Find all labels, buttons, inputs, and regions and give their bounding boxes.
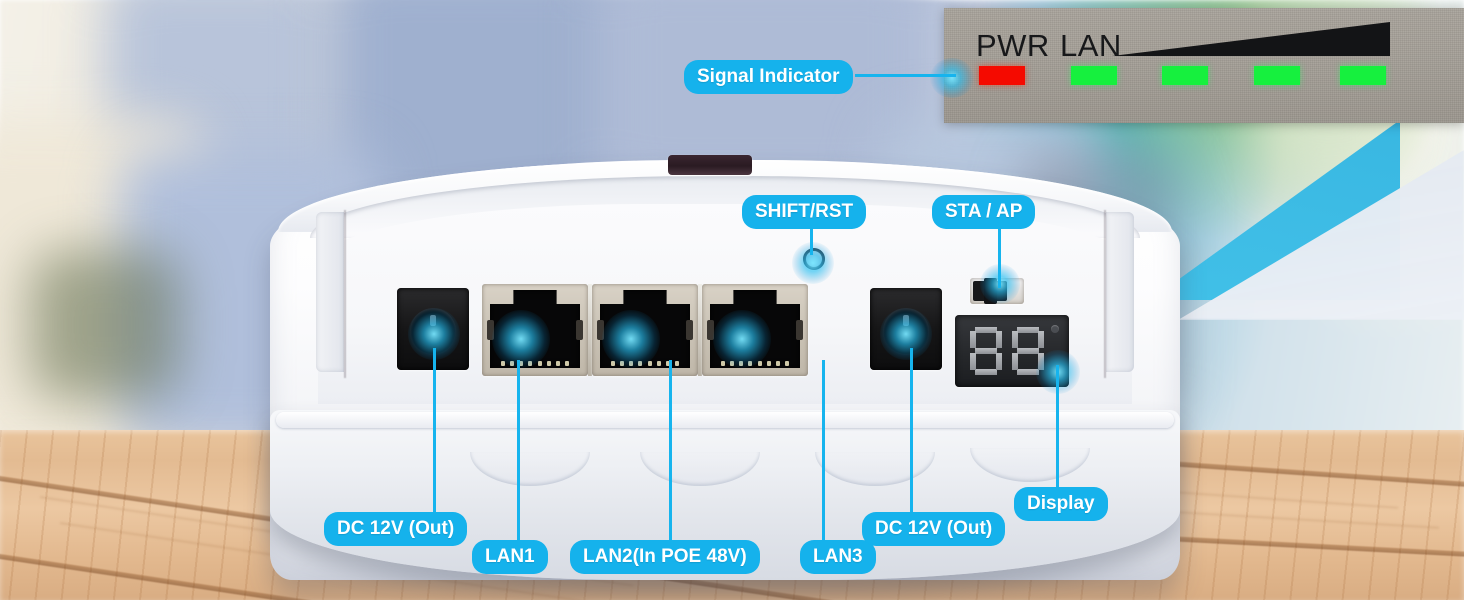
rj45-clip xyxy=(707,320,714,340)
rj45-clip xyxy=(576,320,583,340)
rj45-clip xyxy=(686,320,693,340)
rj45-contact-pins xyxy=(721,361,789,366)
lan-label: LAN xyxy=(1060,28,1122,63)
seven-segment-display xyxy=(955,315,1069,387)
sta-ap-switch[interactable] xyxy=(970,278,1024,304)
dc-center-pin xyxy=(430,315,436,326)
rj45-cavity xyxy=(710,290,800,368)
callout-shift-rst: SHIFT/RST xyxy=(742,195,867,229)
signal-led-2 xyxy=(1254,66,1300,85)
callout-lan3: LAN3 xyxy=(800,540,876,574)
leader-line-display xyxy=(1056,365,1059,489)
rj45-clip xyxy=(487,320,494,340)
port-divider xyxy=(588,284,592,376)
leader-line-dc-right xyxy=(910,348,913,514)
router-side-wing-right xyxy=(1106,212,1134,372)
callout-lan2: LAN2(In POE 48V) xyxy=(570,540,760,574)
rj45-cavity xyxy=(490,290,580,368)
port-divider xyxy=(698,284,702,376)
callout-dc-12v-out-right: DC 12V (Out) xyxy=(862,512,1006,546)
dc-12v-out-jack-right[interactable] xyxy=(870,288,942,370)
display-dot-indicator xyxy=(1051,325,1059,333)
leader-line-lan1 xyxy=(517,360,520,542)
rj45-cavity xyxy=(600,290,690,368)
router-base-lip xyxy=(276,412,1174,428)
callout-dc-12v-out-left: DC 12V (Out) xyxy=(324,512,468,546)
router-side-wing-left xyxy=(316,212,344,372)
dc-center-pin xyxy=(903,315,909,326)
signal-strength-wedge-icon xyxy=(1112,22,1390,56)
signal-led-1 xyxy=(1162,66,1208,85)
callout-lan1: LAN1 xyxy=(472,540,548,574)
pwr-led-indicator xyxy=(979,66,1025,85)
rj45-clip xyxy=(597,320,604,340)
shift-rst-button[interactable] xyxy=(803,248,825,270)
rj45-clip xyxy=(796,320,803,340)
lan1-port[interactable] xyxy=(482,284,588,376)
rj45-contact-pins xyxy=(501,361,569,366)
callout-signal-indicator: Signal Indicator xyxy=(684,60,853,94)
signal-led-3 xyxy=(1340,66,1386,85)
background-plant xyxy=(30,250,180,400)
callout-sta-ap: STA / AP xyxy=(932,195,1036,229)
router-seam-right xyxy=(1104,210,1106,378)
lan3-port[interactable] xyxy=(702,284,808,376)
callout-display: Display xyxy=(1014,487,1108,521)
switch-knob[interactable] xyxy=(984,278,997,304)
lan-led-indicator xyxy=(1071,66,1117,85)
leader-line-lan3 xyxy=(822,360,825,542)
leader-line-sta-ap xyxy=(998,220,1001,288)
lan2-poe-port[interactable] xyxy=(592,284,698,376)
router-top-slot xyxy=(668,155,752,175)
display-digit-2 xyxy=(1011,327,1045,375)
leader-line-shift-rst xyxy=(810,220,813,255)
leader-line-signal-indicator xyxy=(855,74,956,77)
display-digit-1 xyxy=(969,327,1003,375)
leader-line-dc-left xyxy=(433,348,436,514)
leader-line-lan2 xyxy=(669,360,672,542)
pwr-label: PWR xyxy=(976,28,1050,63)
led-strip-zoom-panel: PWR LAN xyxy=(930,8,1464,123)
router-seam-left xyxy=(344,210,346,378)
